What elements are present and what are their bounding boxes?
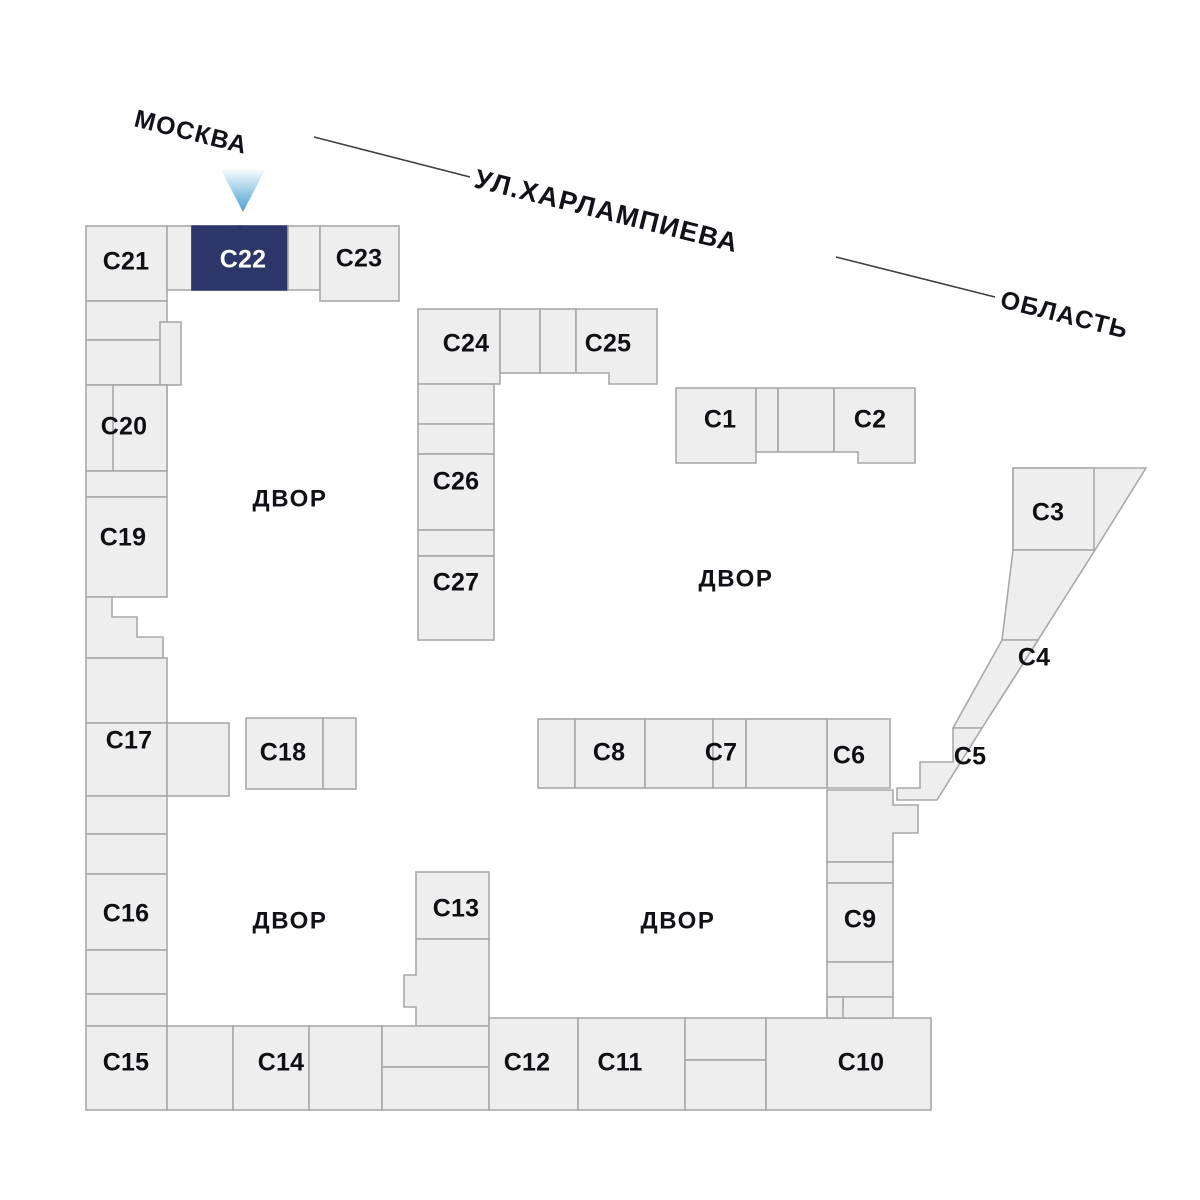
building-group-c25[interactable]: [539, 308, 658, 385]
building-label-c1[interactable]: C1: [704, 406, 736, 434]
building-label-c11[interactable]: C11: [597, 1049, 642, 1077]
building-group-c10-left[interactable]: [684, 1017, 767, 1111]
building-group-c20[interactable]: [85, 384, 168, 498]
selected-building-marker[interactable]: [220, 168, 266, 212]
building-group-c1[interactable]: [675, 387, 779, 464]
building-group-c17[interactable]: [85, 657, 230, 835]
building-labels: C1 C2 C3 C4 C5 C6 C7 C8 C9 C10 C11 C12 C…: [100, 245, 1064, 1077]
building-group-c13[interactable]: [381, 871, 490, 1111]
building-group-c8[interactable]: [537, 718, 646, 789]
building-label-c26[interactable]: C26: [433, 468, 479, 496]
building-group-c11[interactable]: [577, 1017, 686, 1111]
building-label-c9[interactable]: C9: [844, 906, 876, 934]
building-label-c3[interactable]: C3: [1032, 499, 1064, 527]
building-group-c27[interactable]: [417, 529, 495, 641]
building-label-c17[interactable]: C17: [106, 727, 152, 755]
building-group-c18[interactable]: [245, 717, 357, 790]
yard-label-sw: ДВОР: [253, 907, 328, 934]
yard-label-se: ДВОР: [641, 907, 716, 934]
building-group-c22-gap-right[interactable]: [287, 225, 321, 291]
building-label-c23[interactable]: C23: [336, 245, 382, 273]
building-label-c13[interactable]: C13: [433, 895, 479, 923]
yard-label-nw: ДВОР: [253, 485, 328, 512]
building-label-c15[interactable]: C15: [103, 1049, 149, 1077]
building-label-c27[interactable]: C27: [433, 569, 479, 597]
building-group-c3-c4-link[interactable]: [1001, 549, 1097, 641]
building-label-c25[interactable]: C25: [585, 330, 631, 358]
building-group-c22[interactable]: [191, 225, 289, 291]
building-group-c22-gap-left[interactable]: [166, 225, 193, 291]
building-label-c18[interactable]: C18: [260, 739, 306, 767]
building-label-c12[interactable]: C12: [504, 1049, 550, 1077]
building-group-c7[interactable]: [644, 718, 747, 789]
yard-label-ne: ДВОР: [699, 565, 774, 592]
building-label-c4[interactable]: C4: [1018, 644, 1050, 672]
building-group-c16[interactable]: [85, 833, 168, 1027]
building-group-c23[interactable]: [319, 225, 400, 302]
building-label-c20[interactable]: C20: [101, 413, 147, 441]
building-label-c6[interactable]: C6: [833, 742, 865, 770]
building-label-c8[interactable]: C8: [593, 739, 625, 767]
building-label-c19[interactable]: C19: [100, 524, 146, 552]
building-group-c3[interactable]: [1012, 467, 1148, 551]
building-group-c2[interactable]: [777, 387, 916, 464]
building-label-c5[interactable]: C5: [954, 743, 986, 771]
direction-label-oblast: ОБЛАСТЬ: [998, 286, 1132, 345]
street-name-label: УЛ.ХАРЛАМПИЕВА: [472, 164, 742, 259]
building-group-c6[interactable]: [745, 718, 891, 789]
building-group-c10[interactable]: [765, 1017, 932, 1111]
building-group-c9[interactable]: [826, 789, 919, 1019]
building-group-c21-stack[interactable]: [85, 300, 182, 386]
building-label-c14[interactable]: C14: [258, 1049, 304, 1077]
building-label-c21[interactable]: C21: [103, 248, 149, 276]
building-group-c14[interactable]: [232, 1025, 383, 1111]
building-label-c16[interactable]: C16: [103, 900, 149, 928]
building-label-c2[interactable]: C2: [854, 406, 886, 434]
building-group-c5[interactable]: [896, 727, 984, 801]
building-group-c21[interactable]: [85, 225, 168, 302]
leader-line-oblast: [835, 256, 996, 298]
building-label-c22[interactable]: C22: [220, 246, 266, 274]
direction-label-moskva: МОСКВА: [132, 105, 251, 160]
building-label-c24[interactable]: C24: [443, 330, 489, 358]
building-group-c15[interactable]: [85, 1025, 234, 1111]
leader-line-moskva: [313, 136, 471, 178]
building-group-c26[interactable]: [417, 383, 495, 531]
building-group-c19[interactable]: [85, 496, 168, 659]
building-label-c7[interactable]: C7: [705, 739, 737, 767]
building-label-c10[interactable]: C10: [838, 1049, 884, 1077]
yard-labels: ДВОР ДВОР ДВОР ДВОР: [253, 485, 774, 934]
